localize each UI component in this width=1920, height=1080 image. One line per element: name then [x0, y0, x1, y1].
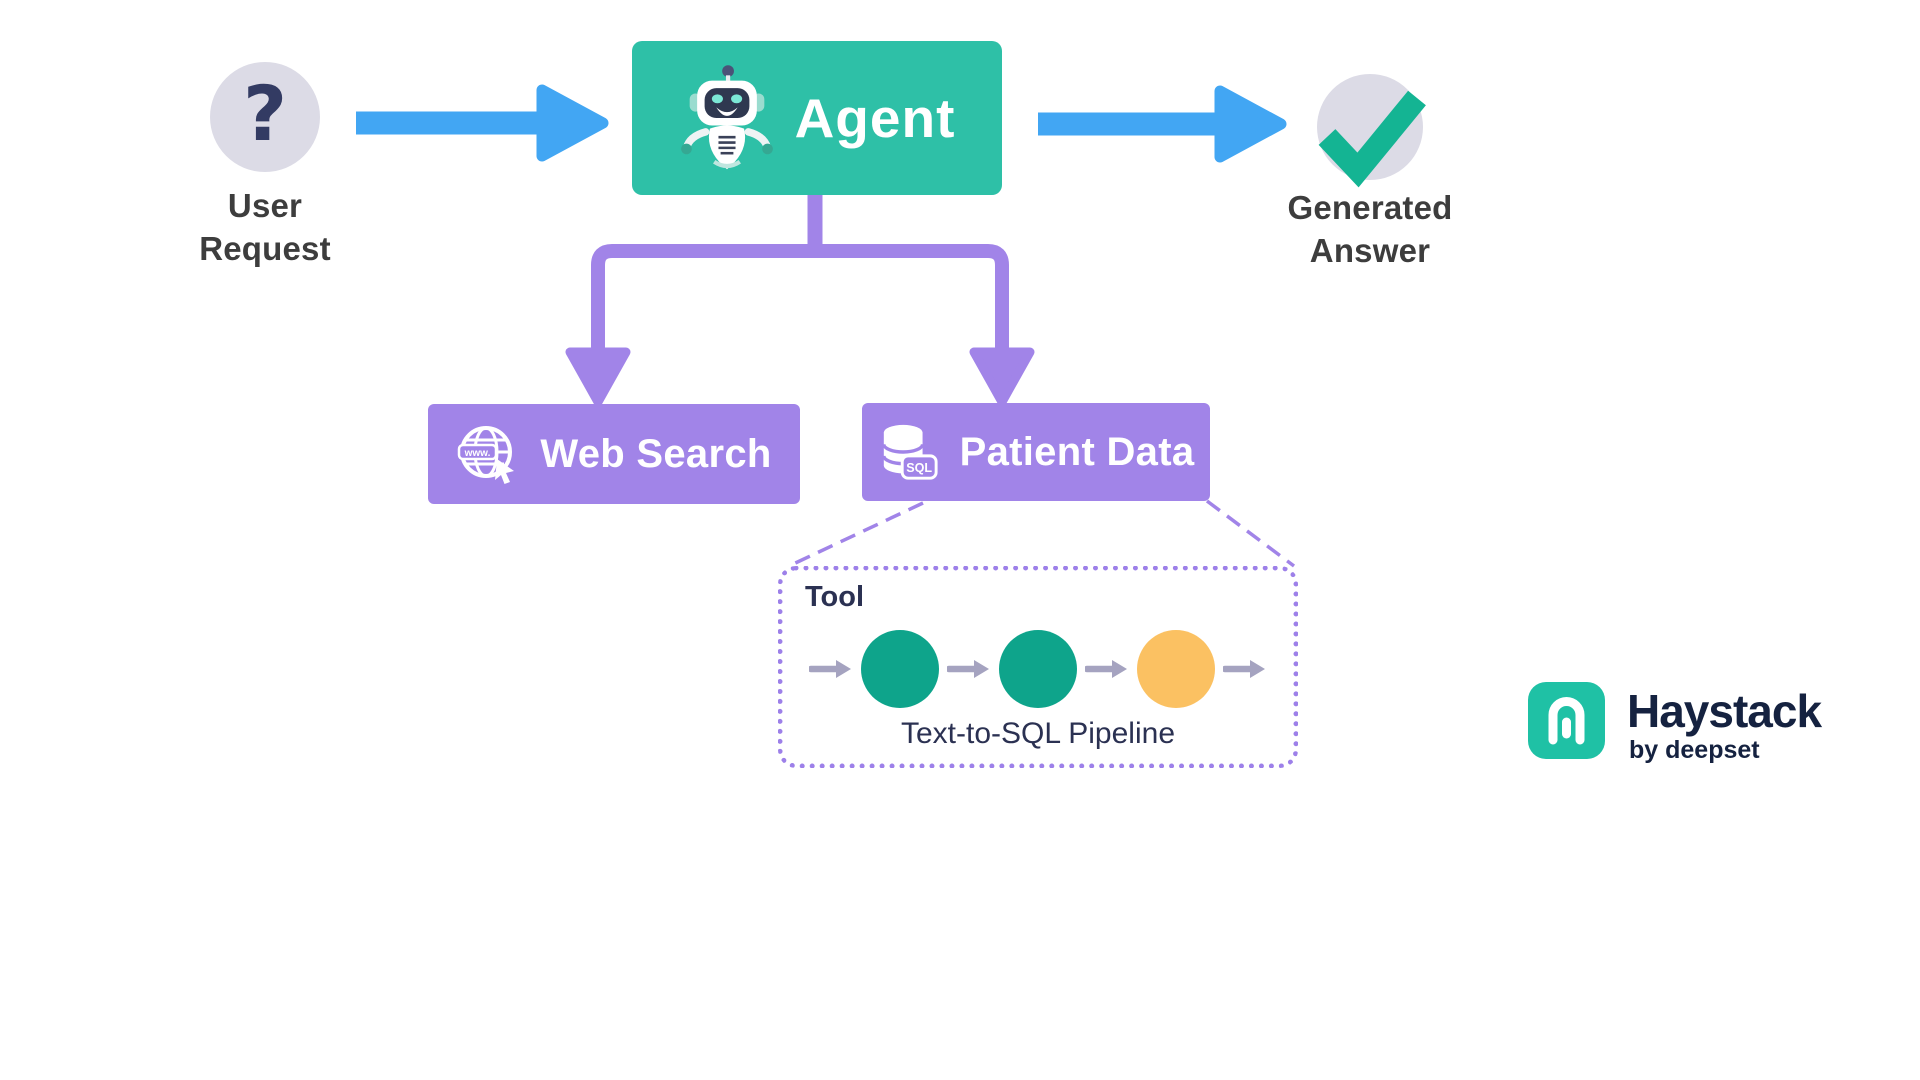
pipeline-label: Text-to-SQL Pipeline	[900, 717, 1175, 750]
text-to-sql-pipeline	[783, 627, 1293, 711]
pipeline-arrow-icon	[947, 660, 989, 678]
question-mark-icon: ?	[242, 69, 288, 158]
www-text: www.	[464, 448, 491, 459]
web-search-node: www. Web Search	[428, 404, 800, 504]
generated-answer-label: Generated Answer	[1287, 189, 1453, 269]
web-search-label: Web Search	[540, 431, 772, 476]
database-sql-icon: SQL	[881, 424, 938, 480]
haystack-logo-icon	[1528, 682, 1605, 759]
tool-title: Tool	[805, 581, 865, 613]
arrow-user-to-agent	[356, 84, 609, 162]
pipeline-arrow-icon	[809, 660, 851, 678]
pipeline-arrow-icon	[1085, 660, 1127, 678]
robot-icon	[680, 65, 773, 170]
pipeline-node-2	[999, 630, 1077, 708]
agent-label: Agent	[794, 87, 956, 149]
tool-frame: Tool Text-to-SQL Pipeline	[778, 566, 1298, 768]
pipeline-arrow-icon	[1223, 660, 1265, 678]
patient-data-node: SQL Patient Data	[862, 403, 1210, 501]
user-request-label: User Request	[199, 187, 331, 267]
pipeline-node-3	[1137, 630, 1215, 708]
branch-agent-to-tools	[565, 193, 1035, 407]
agent-node: Agent	[632, 41, 1002, 195]
patient-data-label: Patient Data	[959, 429, 1195, 474]
arrow-agent-to-answer	[1038, 85, 1287, 163]
pipeline-node-1	[861, 630, 939, 708]
haystack-tagline: by deepset	[1629, 736, 1760, 764]
checkmark-icon	[1318, 90, 1426, 188]
haystack-branding: Haystack by deepset	[1528, 682, 1822, 765]
haystack-wordmark: Haystack	[1627, 685, 1822, 737]
sql-text: SQL	[906, 461, 932, 475]
dashed-expansion-lines	[788, 499, 1296, 568]
globe-www-icon: www.	[458, 426, 515, 484]
user-request-node: ?	[210, 62, 320, 172]
